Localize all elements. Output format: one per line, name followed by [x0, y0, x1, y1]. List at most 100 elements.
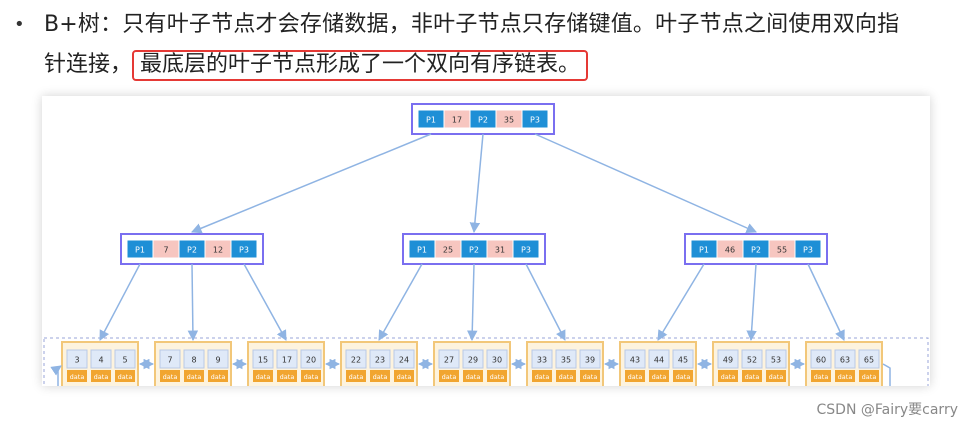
leaf-key-label: 8	[191, 356, 196, 365]
leaf-data-label: data	[676, 373, 691, 381]
leaf-key-cell	[276, 349, 298, 369]
leaf-key-cell	[300, 349, 322, 369]
tree-edge	[534, 133, 757, 233]
leaf-key-cell	[555, 349, 577, 369]
leaf-key-label: 27	[444, 356, 454, 365]
leaf-data-label: data	[769, 373, 784, 381]
leaf-data-cell	[859, 370, 879, 382]
leaf-data-label: data	[442, 373, 457, 381]
highlighted-phrase: 最底层的叶子节点形成了一个双向有序链表。	[132, 50, 589, 81]
tree-edge	[243, 263, 287, 341]
leaf-key-label: 30	[492, 356, 502, 365]
leaf-data-label: data	[349, 373, 364, 381]
leaf-key-label: 39	[585, 356, 595, 365]
leaf-data-label: data	[118, 373, 133, 381]
leaf-key-cell	[66, 349, 88, 369]
leaf-data-cell	[301, 370, 321, 382]
leaf-key-label: 3	[74, 356, 79, 365]
leaf-key-label: 65	[864, 356, 874, 365]
tree-edge	[467, 263, 478, 342]
leaf-data-label: data	[721, 373, 736, 381]
key-label: 17	[452, 116, 462, 125]
leaf-key-label: 17	[282, 356, 292, 365]
leaf-data-label: data	[490, 373, 505, 381]
tree-edge	[378, 263, 423, 341]
pointer-label: P1	[699, 246, 709, 255]
pointer-cell	[794, 239, 822, 259]
leaf-key-label: 45	[678, 356, 688, 365]
leaf-data-label: data	[652, 373, 667, 381]
pointer-label: P3	[530, 116, 540, 125]
leaf-data-label: data	[256, 373, 271, 381]
leaf-data-label: data	[163, 373, 178, 381]
leaf-key-cell	[648, 349, 670, 369]
leaf-link-start	[50, 365, 62, 386]
pointer-label: P2	[751, 246, 761, 255]
tree-edge	[469, 133, 484, 234]
leaf-data-cell	[184, 370, 204, 382]
leaf-data-cell	[718, 370, 738, 382]
leaf-key-label: 23	[375, 356, 385, 365]
leaf-key-label: 4	[98, 356, 103, 365]
leaf-data-cell	[673, 370, 693, 382]
leaf-key-label: 5	[122, 356, 127, 365]
pointer-cell	[521, 109, 549, 129]
leaf-data-cell	[160, 370, 180, 382]
leaf-data-cell	[439, 370, 459, 382]
leaf-data-label: data	[211, 373, 226, 381]
tree-edge	[746, 263, 757, 342]
leaf-key-cell	[369, 349, 391, 369]
leaf-data-label: data	[814, 373, 829, 381]
leaf-level-frame	[43, 337, 929, 386]
key-label: 7	[163, 246, 168, 255]
leaf-key-label: 49	[723, 356, 733, 365]
pointer-label: P1	[417, 246, 427, 255]
leaf-key-label: 33	[537, 356, 547, 365]
leaf-data-cell	[253, 370, 273, 382]
leaf-key-cell	[579, 349, 601, 369]
tree-edge	[191, 133, 432, 234]
key-label: 25	[443, 246, 453, 255]
leaf-data-label: data	[397, 373, 412, 381]
leaf-data-cell	[556, 370, 576, 382]
leaf-key-cell	[393, 349, 415, 369]
line-2: 针连接，最底层的叶子节点形成了一个双向有序链表。	[44, 46, 589, 84]
leaf-key-label: 35	[561, 356, 571, 365]
key-label: 31	[495, 246, 505, 255]
leaf-data-cell	[370, 370, 390, 382]
pointer-label: P2	[478, 116, 488, 125]
leaf-key-cell	[183, 349, 205, 369]
leaf-key-cell	[462, 349, 484, 369]
pointer-label: P3	[803, 246, 813, 255]
leaf-data-cell	[346, 370, 366, 382]
leaf-key-cell	[717, 349, 739, 369]
leaf-data-label: data	[280, 373, 295, 381]
leaf-key-cell	[531, 349, 553, 369]
leaf-key-cell	[624, 349, 646, 369]
leaf-key-label: 7	[167, 356, 172, 365]
leaf-data-cell	[649, 370, 669, 382]
pointer-label: P1	[426, 116, 436, 125]
leaf-key-label: 9	[215, 356, 220, 365]
pointer-label: P1	[135, 246, 145, 255]
leaf-data-label: data	[304, 373, 319, 381]
leaf-data-cell	[115, 370, 135, 382]
leaf-key-label: 52	[747, 356, 757, 365]
tree-edge	[657, 263, 705, 341]
leaf-data-cell	[91, 370, 111, 382]
leaf-key-label: 43	[630, 356, 640, 365]
leaf-key-label: 53	[771, 356, 781, 365]
leaf-data-label: data	[187, 373, 202, 381]
leaf-key-label: 15	[258, 356, 268, 365]
leaf-data-cell	[766, 370, 786, 382]
leaf-key-cell	[159, 349, 181, 369]
leaf-key-cell	[345, 349, 367, 369]
pointer-label: P3	[521, 246, 531, 255]
leaf-key-cell	[90, 349, 112, 369]
